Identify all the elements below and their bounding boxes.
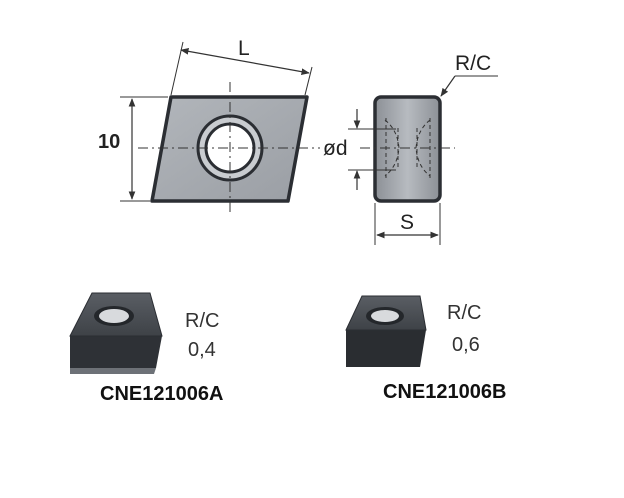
side-view <box>360 95 455 203</box>
front-view <box>138 82 320 212</box>
insert-a-render <box>69 292 163 374</box>
length-dimension <box>170 41 313 96</box>
radius-leader <box>440 75 498 97</box>
insert-a-rc-value: 0,4 <box>188 339 216 361</box>
insert-a-rc-label: R/C <box>185 310 220 332</box>
bore-label: ød <box>323 137 348 160</box>
thickness-label: S <box>400 211 415 234</box>
insert-a-code: CNE121006A <box>100 383 224 405</box>
height-dimension <box>120 96 168 202</box>
height-value: 10 <box>98 131 121 153</box>
thickness-dimension <box>374 203 441 245</box>
insert-b-rc-label: R/C <box>447 302 482 324</box>
length-label: L <box>238 37 250 60</box>
insert-b-rc-value: 0,6 <box>452 334 480 356</box>
side-body <box>373 95 442 203</box>
bore-dimension <box>348 109 396 190</box>
insert-b-code: CNE121006B <box>383 381 507 403</box>
insert-b-render <box>345 295 427 367</box>
radius-label: R/C <box>455 52 492 75</box>
